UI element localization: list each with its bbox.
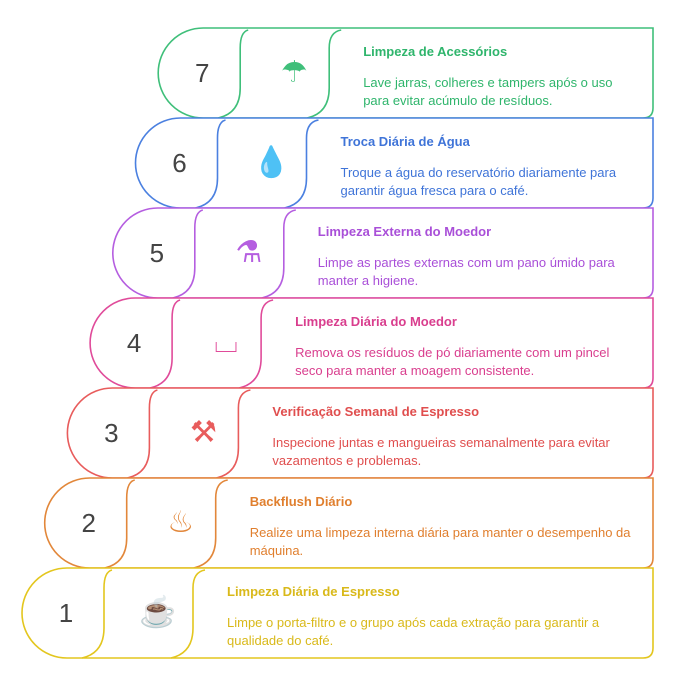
- step-shape-3: [66, 387, 654, 479]
- step-description: Lave jarras, colheres e tampers após o u…: [363, 75, 613, 108]
- step-7: 7 ☂ Limpeza de Acessórios Lave jarras, c…: [0, 28, 675, 118]
- step-2: 2 ♨ Backflush Diário Realize uma limpeza…: [0, 478, 675, 568]
- step-description: Realize uma limpeza interna diária para …: [249, 525, 631, 558]
- step-title: Verificação Semanal de Espresso: [272, 404, 480, 419]
- step-title: Limpeza Diária do Moedor: [295, 314, 457, 329]
- grinder-wipe-icon: ⚗: [235, 236, 263, 269]
- step-number: 7: [194, 58, 210, 88]
- step-shape-1: [21, 567, 654, 659]
- step-title: Backflush Diário: [249, 494, 353, 509]
- step-shape-5: [112, 207, 654, 299]
- step-description: Inspecione juntas e mangueiras semanalme…: [272, 435, 610, 468]
- step-title: Limpeza de Acessórios: [363, 44, 508, 59]
- step-4: 4 ⌴ Limpeza Diária do Moedor Remova os r…: [0, 298, 675, 388]
- rinse-tools-icon: ☂: [280, 56, 308, 89]
- step-title: Limpeza Externa do Moedor: [317, 224, 492, 239]
- water-refill-icon: 💧: [252, 146, 291, 179]
- step-number: 3: [104, 418, 119, 448]
- step-5: 5 ⚗ Limpeza Externa do Moedor Limpe as p…: [0, 208, 675, 298]
- step-number: 4: [126, 328, 142, 358]
- step-shape-7: [157, 27, 654, 119]
- brush-cup-icon: ⌴: [214, 326, 239, 359]
- step-shape-2: [43, 477, 654, 569]
- step-shape-4: [89, 297, 654, 389]
- step-number: 1: [58, 598, 74, 628]
- backflush-hands-icon: ♨: [167, 506, 195, 539]
- step-description: Remova os resíduos de pó diariamente com…: [295, 345, 610, 378]
- step-title: Troca Diária de Água: [340, 134, 470, 149]
- step-shape-6: [134, 117, 654, 209]
- technician-inspect-icon: ⚒: [189, 416, 217, 449]
- step-number: 6: [172, 148, 187, 178]
- step-number: 5: [149, 238, 165, 268]
- step-3: 3 ⚒ Verificação Semanal de Espresso Insp…: [0, 388, 675, 478]
- step-6: 6 💧 Troca Diária de Água Troque a água d…: [0, 118, 675, 208]
- step-description: Troque a água do reservatório diariament…: [340, 165, 617, 198]
- step-number: 2: [81, 508, 96, 538]
- portafilter-hand-icon: ☕: [139, 596, 177, 629]
- step-description: Limpe as partes externas com um pano úmi…: [317, 255, 615, 288]
- step-description: Limpe o porta-filtro e o grupo após cada…: [227, 615, 600, 648]
- step-title: Limpeza Diária de Espresso: [227, 584, 400, 599]
- step-1: 1 ☕ Limpeza Diária de Espresso Limpe o p…: [0, 568, 675, 658]
